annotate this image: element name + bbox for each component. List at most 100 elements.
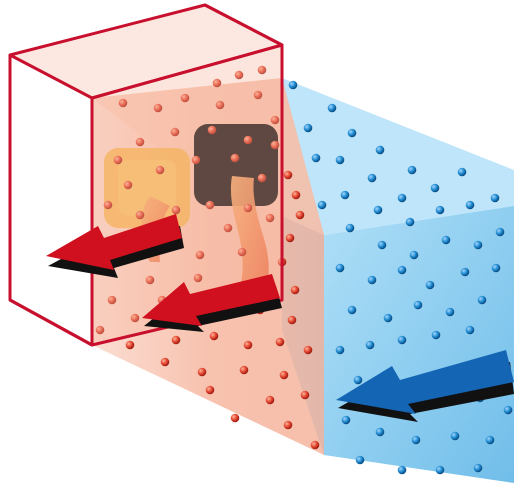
cool-particle-icon [413, 300, 423, 310]
cool-particle-icon [383, 313, 393, 323]
warm-particle-icon [243, 203, 253, 213]
dark-object [194, 124, 278, 206]
cool-particle-icon [340, 190, 350, 200]
cool-particle-icon [335, 155, 345, 165]
cool-particle-icon [431, 330, 441, 340]
warm-particle-icon [257, 65, 267, 75]
warm-particle-icon [209, 331, 219, 341]
cool-particle-icon [365, 340, 375, 350]
cool-particle-icon [373, 205, 383, 215]
red-arrow-upper [46, 214, 184, 278]
cool-particle-icon [367, 173, 377, 183]
warm-particle-icon [107, 295, 117, 305]
cool-particle-icon [347, 305, 357, 315]
cool-particle-icon [460, 267, 470, 277]
cool-particle-icon [435, 465, 445, 475]
warm-particle-icon [123, 180, 133, 190]
cool-particle-icon [345, 223, 355, 233]
cool-particle-icon [311, 153, 321, 163]
warm-particle-icon [125, 340, 135, 350]
cool-particle-icon [485, 435, 495, 445]
warm-particle-icon [237, 247, 247, 257]
warm-particle-icon [135, 137, 145, 147]
warm-particle-icon [170, 127, 180, 137]
warm-particle-icon [191, 155, 201, 165]
warm-particle-icon [145, 275, 155, 285]
cool-particle-icon [347, 128, 357, 138]
warm-particle-icon [103, 200, 113, 210]
warm-particle-icon [287, 315, 297, 325]
cool-particle-icon [465, 200, 475, 210]
warm-particle-icon [270, 140, 280, 150]
warm-particle-icon [234, 70, 244, 80]
cube-back-edges [8, 55, 93, 347]
cool-particle-icon [473, 463, 483, 473]
cool-particle-icon [450, 431, 460, 441]
warm-particle-icon [205, 200, 215, 210]
cool-particle-icon [375, 427, 385, 437]
warm-particle-icon [205, 385, 215, 395]
warm-particle-icon [153, 103, 163, 113]
cool-particles [288, 80, 513, 475]
cool-particle-icon [367, 275, 377, 285]
warm-particle-icon [230, 153, 240, 163]
cool-particle-icon [327, 103, 337, 113]
warm-particle-icon [265, 213, 275, 223]
warm-particle-icon [283, 170, 293, 180]
warm-particle-icon [171, 335, 181, 345]
warm-particle-icon [223, 223, 233, 233]
cool-particle-icon [409, 250, 419, 260]
warm-particle-icon [195, 250, 205, 260]
warm-particle-icon [275, 337, 285, 347]
cool-particle-icon [430, 183, 440, 193]
warm-particle-icon [291, 190, 301, 200]
cool-particle-icon [335, 263, 345, 273]
cool-particle-icon [317, 200, 327, 210]
warm-particles [95, 65, 320, 450]
cool-particle-icon [445, 307, 455, 317]
warm-particle-icon [265, 395, 275, 405]
cool-particle-icon [425, 280, 435, 290]
left-arrow-icon [142, 274, 280, 326]
cool-particle-icon [353, 375, 363, 385]
cube-edge-top-right [204, 3, 283, 47]
blue-arrow [336, 350, 514, 422]
cool-particle-icon [397, 193, 407, 203]
cool-particle-icon [491, 263, 501, 273]
warm-particle-icon [243, 135, 253, 145]
cool-particle-icon [465, 325, 475, 335]
cool-particle-icon [397, 265, 407, 275]
warm-particle-icon [207, 125, 217, 135]
red-arrow-lower [142, 274, 282, 332]
warm-particle-icon [230, 413, 240, 423]
cool-particle-icon [473, 240, 483, 250]
warm-particle-icon [212, 78, 222, 88]
cool-particle-icon [435, 205, 445, 215]
cool-particle-icon [503, 405, 513, 415]
warm-particle-icon [279, 370, 289, 380]
warm-particle-icon [171, 205, 181, 215]
warm-particle-icon [300, 390, 310, 400]
warm-particle-icon [197, 367, 207, 377]
warm-particle-icon [215, 100, 225, 110]
cool-particle-icon [377, 240, 387, 250]
warm-particle-icon [257, 173, 267, 183]
warm-particle-icon [243, 340, 253, 350]
warm-particle-icon [95, 325, 105, 335]
cube-edge-bottom [9, 298, 93, 347]
warm-particle-icon [113, 155, 123, 165]
warm-particle-icon [295, 210, 305, 220]
cool-particle-icon [407, 165, 417, 175]
cool-particle-icon [288, 80, 298, 90]
flow-band-right [230, 176, 269, 300]
cool-particle-icon [397, 335, 407, 345]
warm-particle-icon [285, 233, 295, 243]
cool-particle-icon [341, 415, 351, 425]
cool-particle-icon [405, 217, 415, 227]
warm-particle-icon [310, 440, 320, 450]
left-arrow-icon [336, 350, 514, 414]
warm-particle-icon [283, 420, 293, 430]
cool-particle-icon [335, 345, 345, 355]
cool-particle-icon [457, 167, 467, 177]
cool-particle-icon [411, 435, 421, 445]
